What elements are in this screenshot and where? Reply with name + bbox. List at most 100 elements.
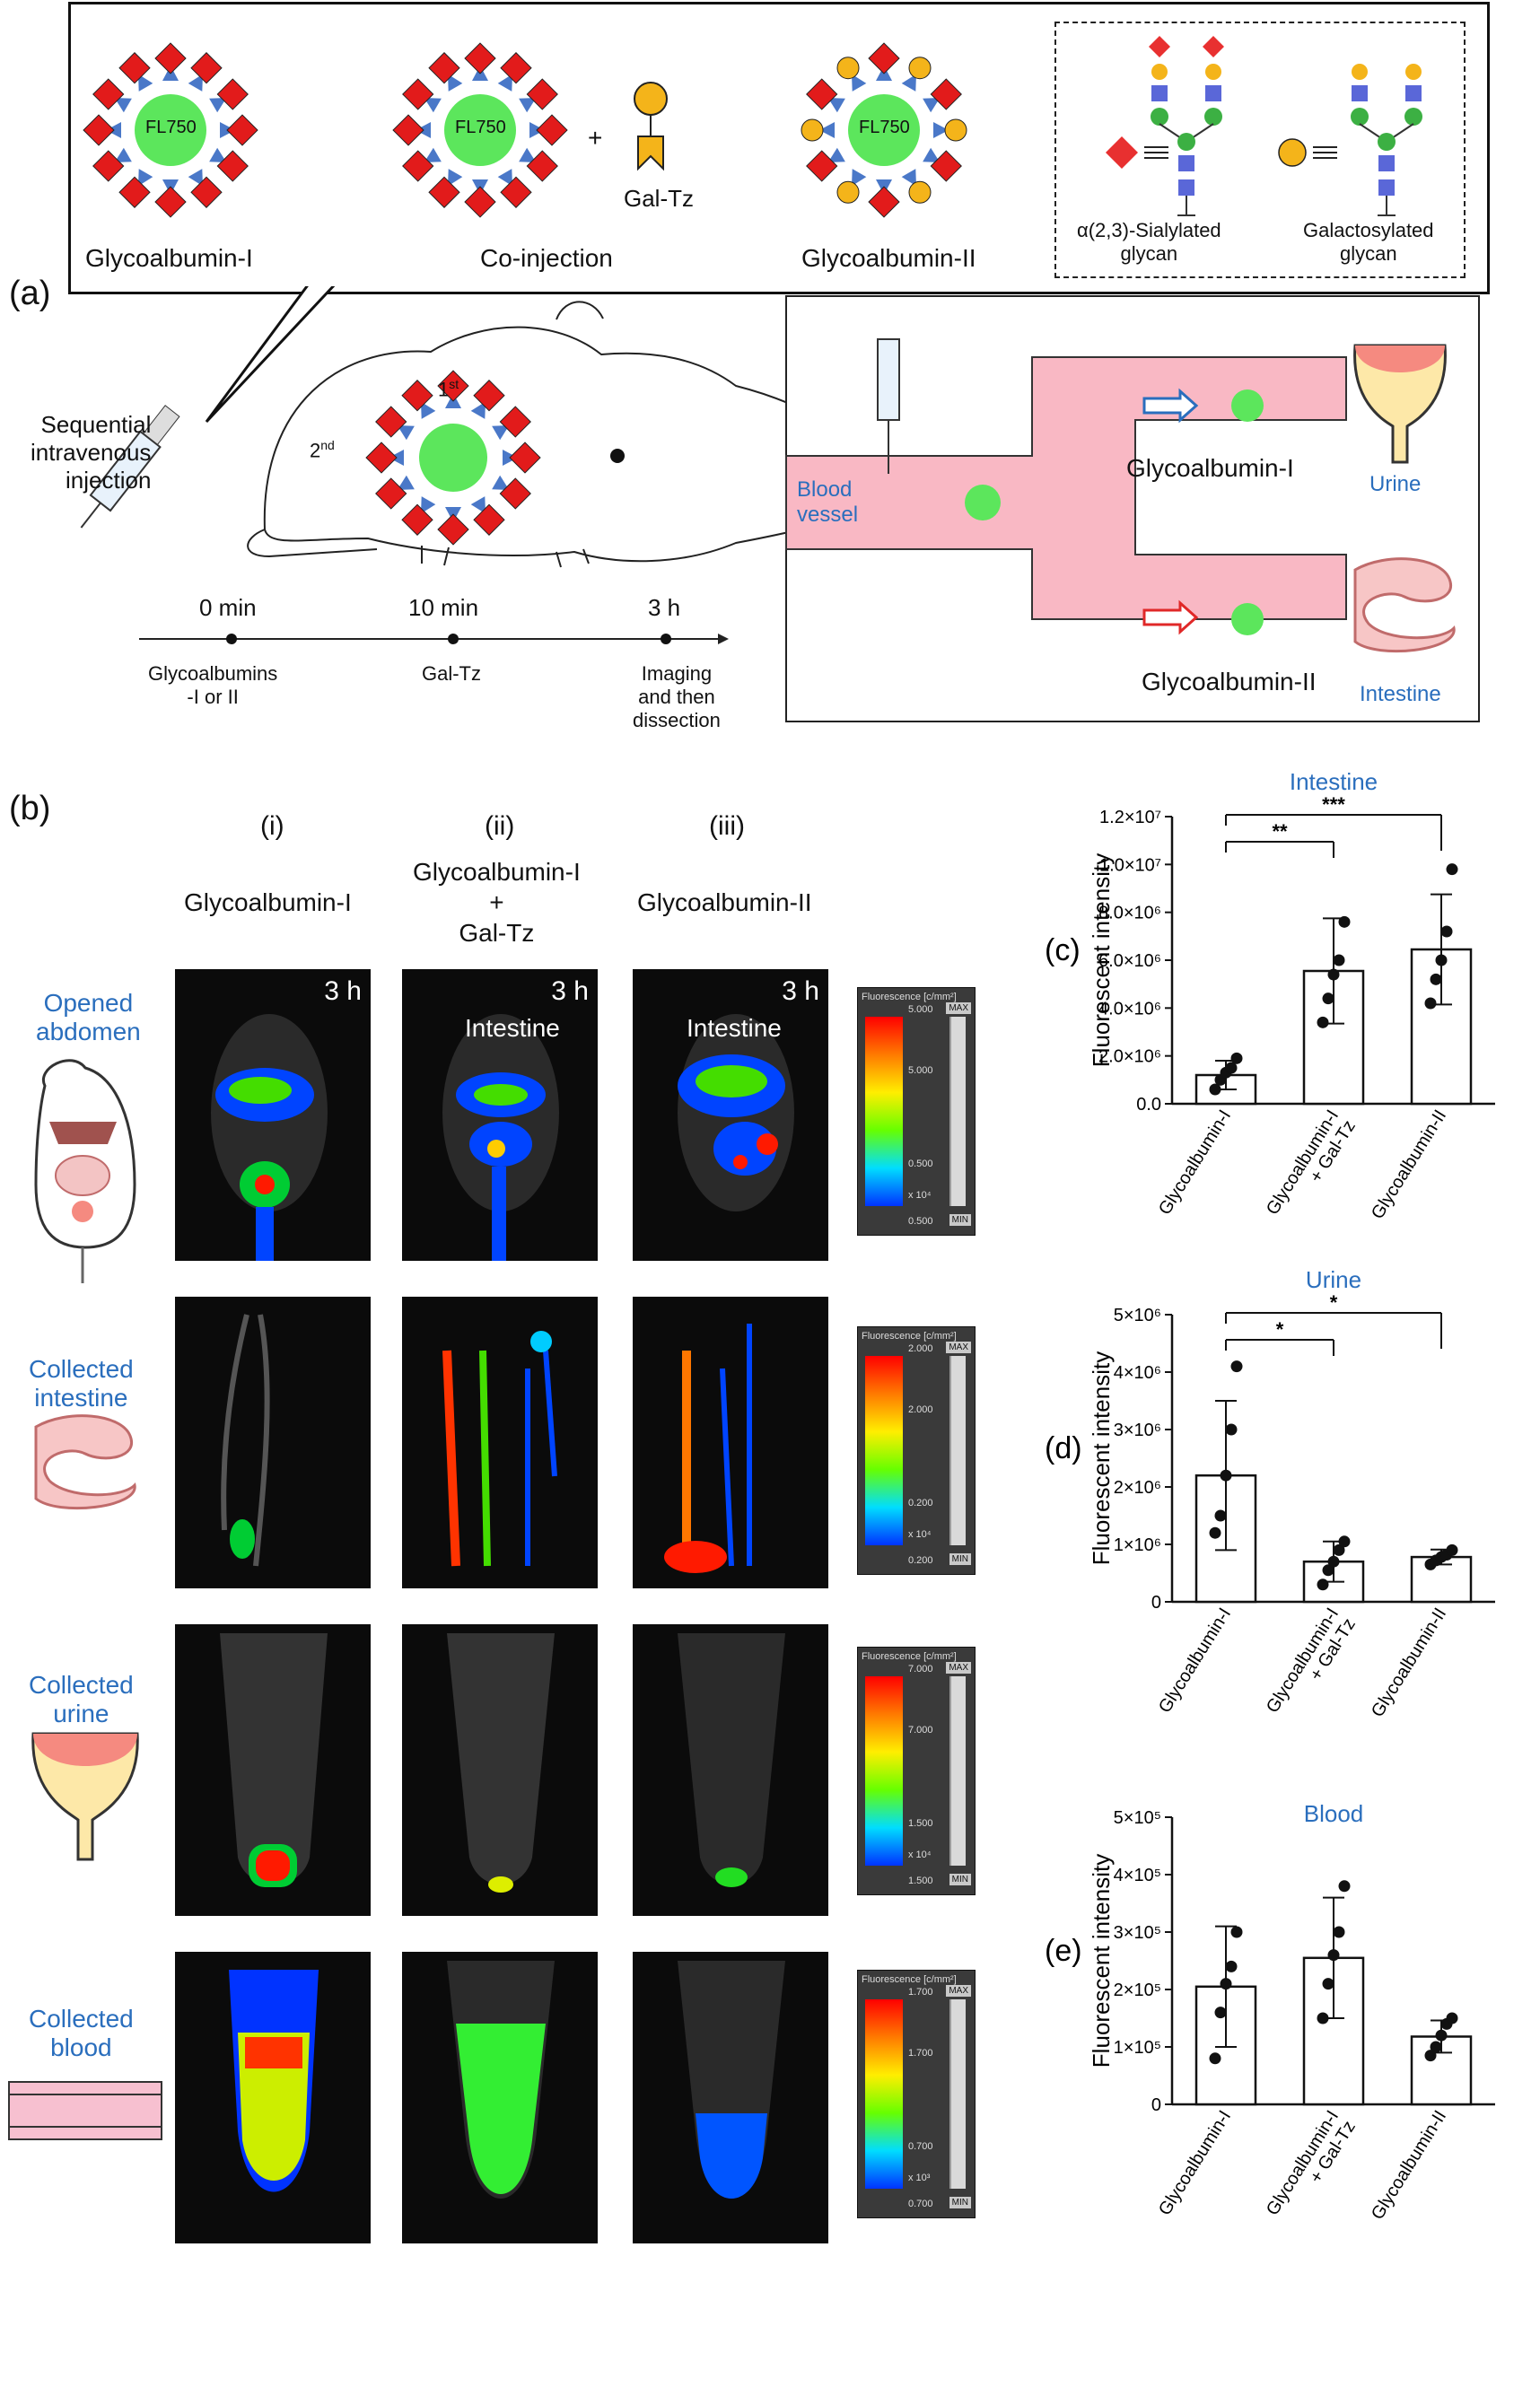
data-point bbox=[1317, 1578, 1329, 1591]
y-axis-label: Fluorescent intensity bbox=[1088, 1854, 1115, 2068]
intestine-row-icon bbox=[34, 1414, 136, 1510]
data-point bbox=[1435, 2029, 1448, 2042]
scalebar-blood: Fluorescence [c/mm²] 1.700 MAX 1.700 0.7… bbox=[857, 1970, 976, 2218]
glycan-spoke bbox=[397, 475, 415, 490]
y-tick-label: 2×10⁵ bbox=[1114, 1981, 1161, 2000]
glycan-spoke bbox=[497, 74, 512, 92]
data-point bbox=[1214, 2007, 1227, 2019]
data-point bbox=[1225, 1960, 1238, 1972]
galactose-end bbox=[908, 57, 932, 80]
column-roman-3: (iii) bbox=[709, 811, 745, 841]
data-point bbox=[1220, 1469, 1232, 1482]
image-intestine-iii bbox=[633, 1297, 828, 1588]
sialic-end bbox=[500, 52, 532, 84]
sialic-end bbox=[154, 186, 187, 218]
glycoalbumin2-particle bbox=[848, 94, 920, 166]
sialic-end bbox=[509, 442, 541, 474]
y-tick-label: 2×10⁶ bbox=[1114, 1478, 1161, 1498]
row-label-abdomen: Opened abdomen bbox=[36, 989, 141, 1045]
sialic-end bbox=[392, 114, 424, 146]
data-point bbox=[1327, 1949, 1340, 1962]
chart-blood: Blood(e)Fluorescent intensity01×10⁵2×10⁵… bbox=[1045, 1800, 1495, 2223]
y-tick-label: 1.0×10⁷ bbox=[1099, 855, 1161, 875]
data-point bbox=[1338, 1880, 1351, 1893]
y-tick-label: 6.0×10⁶ bbox=[1098, 951, 1161, 971]
glycoalbumin1-particle bbox=[135, 94, 206, 166]
column-roman-2: (ii) bbox=[485, 811, 515, 841]
x-tick-label: Glycoalbumin-I bbox=[1155, 1605, 1235, 1717]
sialic-end bbox=[226, 114, 258, 146]
sialic-end bbox=[464, 186, 496, 218]
data-point bbox=[1424, 2050, 1437, 2062]
glycan-spoke bbox=[492, 425, 510, 441]
sialylated-caption: α(2,3)-Sialylated glycan bbox=[1077, 219, 1221, 265]
y-tick-label: 0.0 bbox=[1136, 1095, 1161, 1115]
y-tick-label: 3×10⁶ bbox=[1114, 1421, 1161, 1440]
syringe-illustration bbox=[80, 405, 180, 529]
sialic-end bbox=[401, 380, 433, 412]
y-tick-label: 1×10⁵ bbox=[1114, 2038, 1161, 2058]
glycan-spoke bbox=[827, 98, 845, 113]
image-blood-ii bbox=[402, 1952, 598, 2243]
data-point bbox=[1338, 915, 1351, 928]
glycan-spoke bbox=[923, 147, 941, 162]
panel-a-letter: (a) bbox=[9, 275, 51, 312]
data-point bbox=[1220, 1978, 1232, 1990]
y-axis-label: Fluorescent intensity bbox=[1088, 853, 1115, 1067]
scalebar-abdomen: Fluorescence [c/mm²] 5.000 MAX 5.000 0.5… bbox=[857, 987, 976, 1236]
y-tick-label: 5×10⁶ bbox=[1114, 1306, 1161, 1325]
x-tick-label: Glycoalbumin-I bbox=[1155, 2107, 1235, 2219]
data-point bbox=[1209, 2052, 1221, 2065]
glycan-spoke bbox=[188, 74, 203, 92]
y-axis-label: Fluorescent intensity bbox=[1088, 1351, 1115, 1565]
molecule-callout-box bbox=[68, 2, 1490, 294]
plus-sign: + bbox=[588, 124, 603, 152]
sialic-end bbox=[154, 42, 187, 74]
glycan-spoke bbox=[497, 169, 512, 187]
sialic-end bbox=[375, 477, 407, 510]
galactose-end bbox=[944, 118, 967, 142]
timeline-time-2: 3 h bbox=[648, 594, 681, 621]
chart-panel-letter: (d) bbox=[1045, 1431, 1082, 1465]
glycan-spoke bbox=[209, 147, 227, 162]
glycan-spoke bbox=[114, 98, 132, 113]
data-point bbox=[1225, 1423, 1238, 1436]
y-tick-label: 4×10⁶ bbox=[1114, 1363, 1161, 1383]
timeline-desc-1: Gal-Tz bbox=[422, 662, 481, 685]
blue-arrow bbox=[1142, 388, 1199, 424]
urine-label: Urine bbox=[1369, 472, 1422, 496]
glycoalbumin1-caption: Glycoalbumin-I bbox=[85, 244, 253, 272]
route-glycoalbumin2: Glycoalbumin-II bbox=[1142, 668, 1317, 695]
panel-b-letter: (b) bbox=[9, 790, 51, 827]
glycan-spoke bbox=[827, 147, 845, 162]
glycan-spoke bbox=[448, 74, 463, 92]
y-tick-label: 3×10⁵ bbox=[1114, 1923, 1161, 1943]
glycan-spoke bbox=[901, 74, 916, 92]
glycan-spoke bbox=[492, 475, 510, 490]
chart-urine: Urine(d)Fluorescent intensity01×10⁶2×10⁶… bbox=[1045, 1266, 1495, 1720]
galactose-end bbox=[801, 118, 824, 142]
chart-title: Blood bbox=[1304, 1800, 1364, 1827]
column-roman-1: (i) bbox=[260, 811, 284, 841]
significance-label: * bbox=[1330, 1291, 1338, 1314]
sialic-end bbox=[402, 150, 434, 182]
sialic-end bbox=[216, 150, 249, 182]
coinjection-particle bbox=[444, 94, 516, 166]
second-injection-label: 2nd bbox=[310, 438, 335, 462]
sialic-end bbox=[526, 78, 558, 110]
sialic-end bbox=[428, 52, 460, 84]
image-intestine-ii bbox=[402, 1297, 598, 1588]
sialic-end bbox=[365, 442, 398, 474]
row-icons bbox=[8, 1059, 162, 2140]
glycan-spoke bbox=[923, 98, 941, 113]
scalebar-intestine: Fluorescence [c/mm²] 2.000 MAX 2.000 0.2… bbox=[857, 1326, 976, 1575]
sialic-end bbox=[118, 176, 151, 208]
sialic-end bbox=[437, 513, 469, 546]
significance-label: * bbox=[1276, 1318, 1284, 1341]
glycan-spoke bbox=[424, 147, 442, 162]
sialic-end bbox=[464, 42, 496, 74]
data-point bbox=[1230, 1360, 1243, 1373]
sialic-end bbox=[930, 78, 962, 110]
glycan-spoke bbox=[188, 169, 203, 187]
x-tick-label: Glycoalbumin-I bbox=[1155, 1106, 1235, 1219]
